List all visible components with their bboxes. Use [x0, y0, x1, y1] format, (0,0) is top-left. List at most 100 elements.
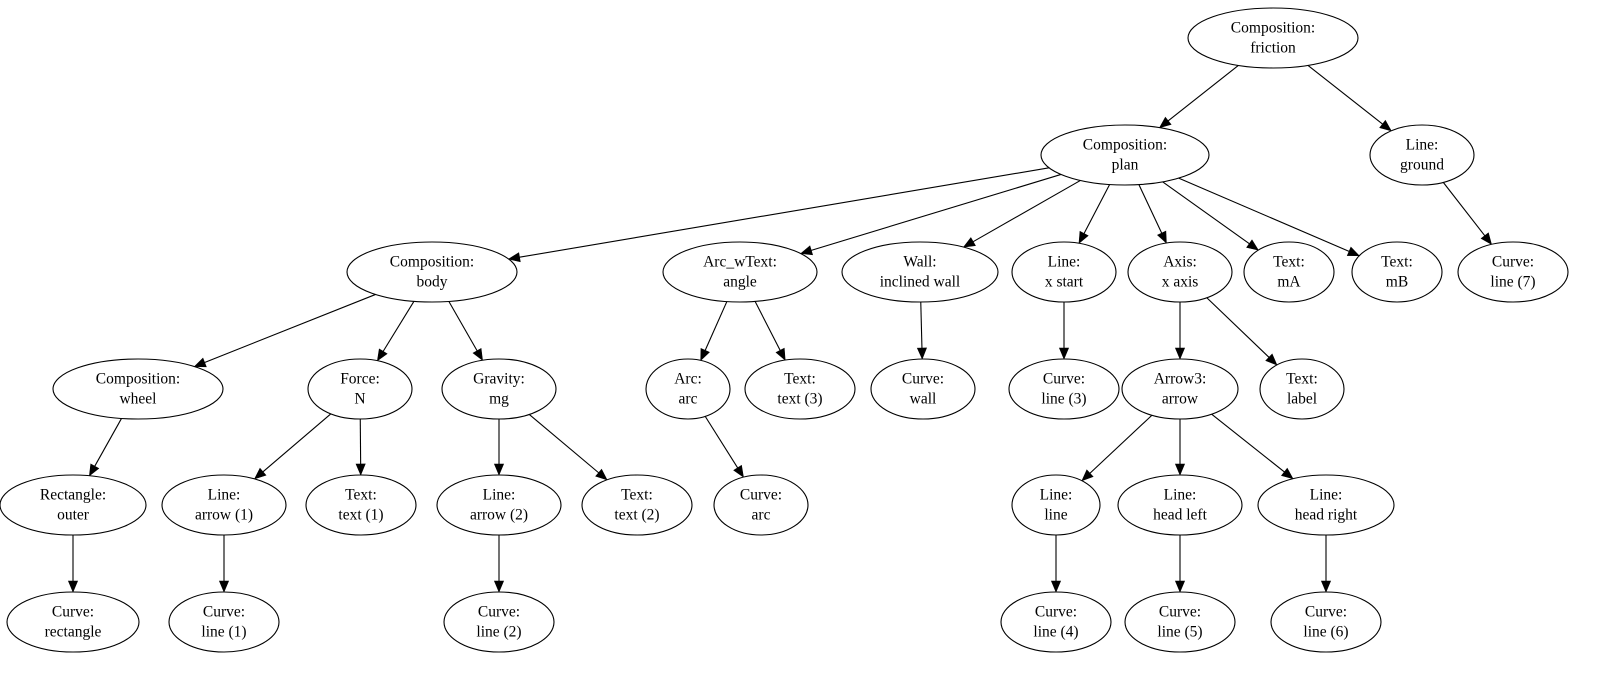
node-ellipse[interactable]	[1259, 358, 1345, 420]
node-ellipse[interactable]	[346, 241, 518, 303]
graph-node-ground[interactable]: Line:ground	[1369, 124, 1475, 186]
node-label-type: Curve:	[1159, 604, 1201, 621]
graph-node-lineline[interactable]: Line:line	[1011, 474, 1101, 536]
graph-node-line1[interactable]: Curve:line (1)	[168, 591, 280, 653]
node-label-type: Composition:	[96, 371, 180, 388]
node-ellipse[interactable]	[1457, 241, 1569, 303]
node-ellipse[interactable]	[1011, 241, 1117, 303]
graph-node-arc[interactable]: Arc:arc	[645, 358, 731, 420]
graph-node-text1[interactable]: Text:text (1)	[305, 474, 417, 536]
graph-edge	[972, 179, 1081, 243]
graph-node-angle[interactable]: Arc_wText:angle	[662, 241, 818, 303]
graph-node-line2[interactable]: Curve:line (2)	[443, 591, 555, 653]
graph-node-arrow2[interactable]: Line:arrow (2)	[436, 474, 562, 536]
graph-node-curvearc[interactable]: Curve:arc	[713, 474, 809, 536]
node-ellipse[interactable]	[441, 358, 557, 420]
node-ellipse[interactable]	[305, 474, 417, 536]
graph-edge-arrowhead	[733, 464, 744, 478]
node-ellipse[interactable]	[870, 358, 976, 420]
node-label-name: wall	[910, 391, 937, 408]
graph-node-xaxis[interactable]: Axis:x axis	[1127, 241, 1233, 303]
node-label-type: Wall:	[903, 254, 936, 271]
node-ellipse[interactable]	[52, 358, 224, 420]
node-ellipse[interactable]	[1270, 591, 1382, 653]
graph-node-friction[interactable]: Composition:friction	[1187, 7, 1359, 69]
node-label-type: Text:	[784, 371, 816, 388]
graph-node-line5[interactable]: Curve:line (5)	[1124, 591, 1236, 653]
node-label-type: Text:	[1273, 254, 1305, 271]
graph-node-headright[interactable]: Line:head right	[1257, 474, 1395, 536]
node-ellipse[interactable]	[1117, 474, 1243, 536]
node-ellipse[interactable]	[1008, 358, 1120, 420]
node-label-type: Line:	[483, 487, 516, 504]
node-ellipse[interactable]	[841, 241, 999, 303]
node-ellipse[interactable]	[1000, 591, 1112, 653]
graph-node-arrow3[interactable]: Arrow3:arrow	[1121, 358, 1239, 420]
node-label-type: Composition:	[1231, 20, 1315, 37]
graph-node-line6[interactable]: Curve:line (6)	[1270, 591, 1382, 653]
node-label-name: line (6)	[1303, 624, 1348, 641]
graph-node-line4[interactable]: Curve:line (4)	[1000, 591, 1112, 653]
node-ellipse[interactable]	[1124, 591, 1236, 653]
graph-edge	[1178, 177, 1350, 252]
node-ellipse[interactable]	[713, 474, 809, 536]
node-ellipse[interactable]	[1257, 474, 1395, 536]
graph-node-body[interactable]: Composition:body	[346, 241, 518, 303]
graph-node-wheel[interactable]: Composition:wheel	[52, 358, 224, 420]
graph-node-mB[interactable]: Text:mB	[1351, 241, 1443, 303]
graph-node-gravitymg[interactable]: Gravity:mg	[441, 358, 557, 420]
graph-node-curverect[interactable]: Curve:rectangle	[6, 591, 140, 653]
graph-edge-arrowhead	[1379, 119, 1392, 132]
node-ellipse[interactable]	[581, 474, 693, 536]
node-ellipse[interactable]	[443, 591, 555, 653]
node-label-type: Text:	[1381, 254, 1413, 271]
node-label-type: Text:	[1286, 371, 1318, 388]
graph-edge	[448, 301, 478, 352]
node-label-name: label	[1287, 391, 1317, 408]
graph-edge-arrowhead	[253, 467, 267, 480]
node-ellipse[interactable]	[168, 591, 280, 653]
node-ellipse[interactable]	[1121, 358, 1239, 420]
graph-edge-arrowhead	[88, 463, 100, 477]
node-label-name: mA	[1277, 274, 1301, 291]
node-ellipse[interactable]	[0, 474, 147, 536]
node-ellipse[interactable]	[744, 358, 856, 420]
graph-node-arrow1[interactable]: Line:arrow (1)	[161, 474, 287, 536]
node-ellipse[interactable]	[6, 591, 140, 653]
node-ellipse[interactable]	[1011, 474, 1101, 536]
node-label-name: line (1)	[201, 624, 246, 641]
graph-node-mA[interactable]: Text: mA	[1243, 241, 1335, 303]
graph-node-line7[interactable]: Curve:line (7)	[1457, 241, 1569, 303]
node-ellipse[interactable]	[1369, 124, 1475, 186]
node-label-type: Line:	[208, 487, 241, 504]
graph-edge-arrowhead	[700, 348, 710, 362]
graph-node-rectouter[interactable]: Rectangle:outer	[0, 474, 147, 536]
graph-edge-arrowhead	[218, 580, 230, 593]
graph-node-text2[interactable]: Text:text (2)	[581, 474, 693, 536]
graph-node-line3[interactable]: Curve:line (3)	[1008, 358, 1120, 420]
node-ellipse[interactable]	[662, 241, 818, 303]
node-ellipse[interactable]	[1127, 241, 1233, 303]
graph-node-xstart[interactable]: Line:x start	[1011, 241, 1117, 303]
graph-node-inclinedwall[interactable]: Wall:inclined wall	[841, 241, 999, 303]
graph-edge	[811, 173, 1062, 251]
node-ellipse[interactable]	[645, 358, 731, 420]
node-ellipse[interactable]	[1187, 7, 1359, 69]
node-ellipse[interactable]	[307, 358, 413, 420]
node-ellipse[interactable]	[1243, 241, 1335, 303]
graph-edge-arrowhead	[507, 252, 521, 263]
graph-node-text3[interactable]: Text:text (3)	[744, 358, 856, 420]
graph-node-curvewall[interactable]: Curve:wall	[870, 358, 976, 420]
graph-node-plan[interactable]: Composition:plan	[1040, 124, 1210, 186]
graph-node-headleft[interactable]: Line:head left	[1117, 474, 1243, 536]
graph-node-label[interactable]: Text: label	[1259, 358, 1345, 420]
graph-edge-arrowhead	[1265, 353, 1278, 366]
node-ellipse[interactable]	[1040, 124, 1210, 186]
graph-node-forceN[interactable]: Force:N	[307, 358, 413, 420]
graph-edge-arrowhead	[1174, 463, 1186, 476]
node-ellipse[interactable]	[1351, 241, 1443, 303]
node-ellipse[interactable]	[161, 474, 287, 536]
graph-edge-arrowhead	[1174, 580, 1186, 593]
node-ellipse[interactable]	[436, 474, 562, 536]
graph-edge	[1162, 181, 1250, 245]
